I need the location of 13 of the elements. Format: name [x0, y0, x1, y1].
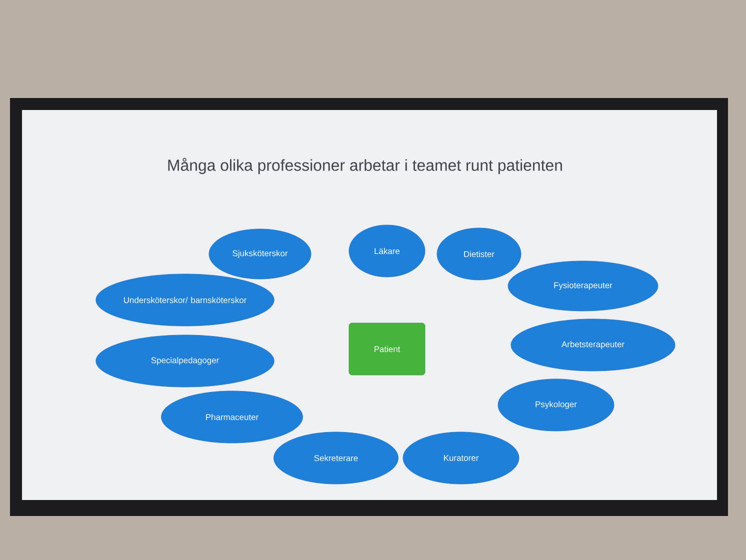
profession-oval: Kuratorer	[402, 432, 520, 484]
profession-oval: Undersköterskor/ barnsköterskor	[96, 274, 274, 326]
profession-oval: Dietister	[436, 228, 522, 280]
profession-oval: Läkare	[348, 224, 426, 278]
profession-oval: Pharmaceuter	[161, 390, 303, 444]
profession-oval: Sjuksköterskor	[208, 228, 312, 280]
slide-title: Många olika professioner arbetar i teamet runt patienten	[168, 158, 562, 174]
profession-oval: Specialpedagoger	[96, 334, 274, 388]
profession-oval: Psykologer	[498, 378, 614, 432]
profession-oval: Fysioterapeuter	[508, 260, 658, 312]
profession-oval: Sekreterare	[274, 432, 398, 484]
profession-oval: Arbetsterapeuter	[510, 318, 676, 372]
center-box: Patient	[348, 322, 426, 376]
